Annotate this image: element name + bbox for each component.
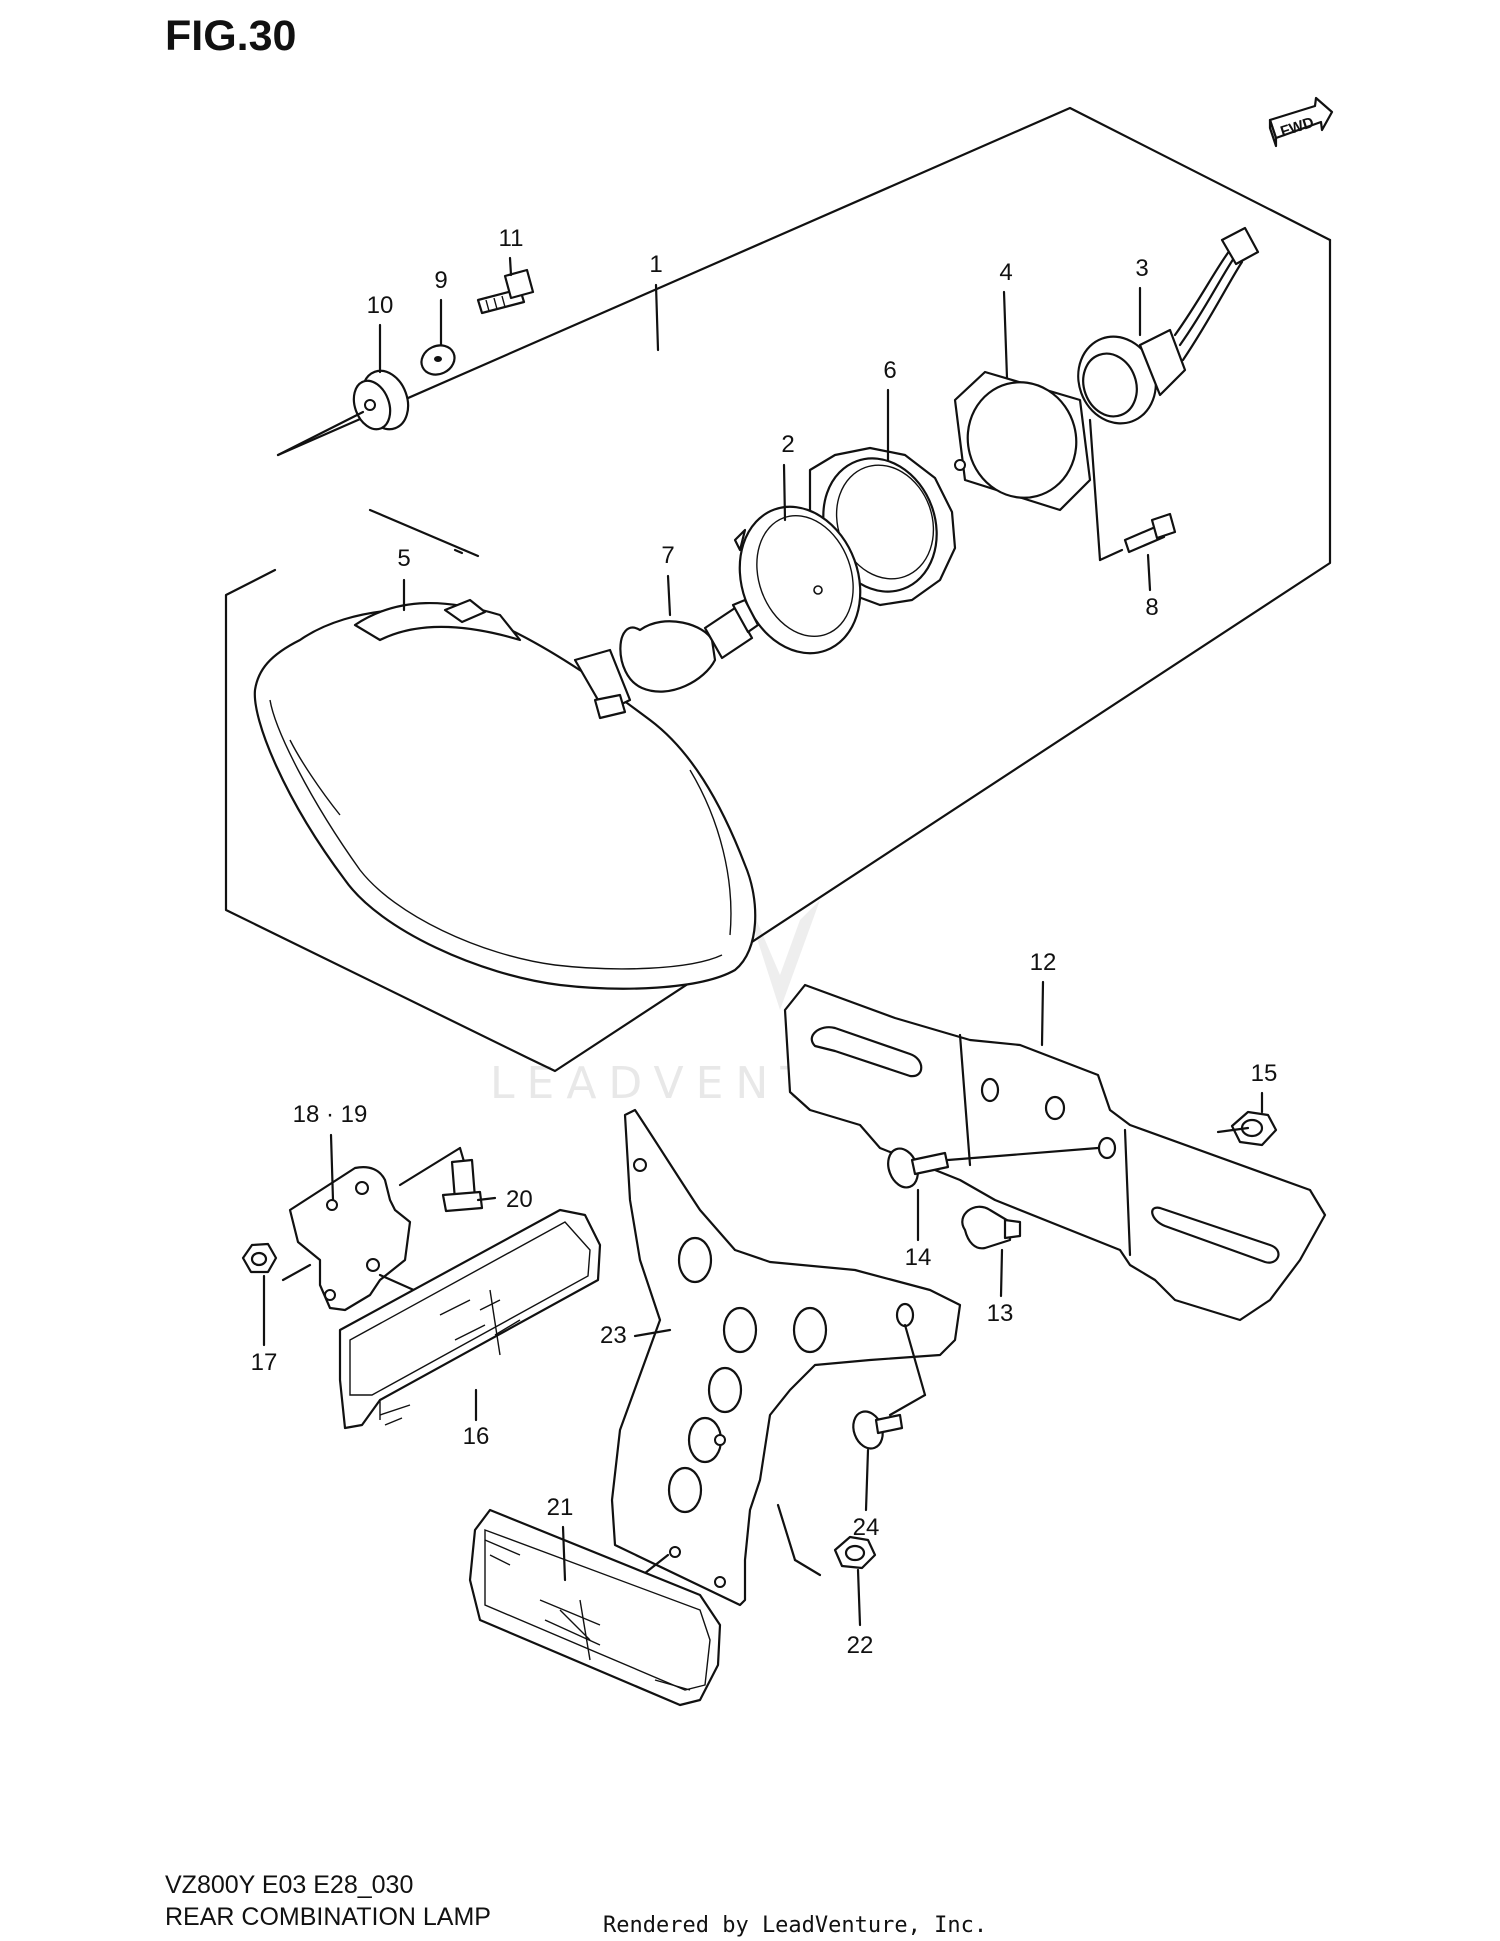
callout-4: 4 xyxy=(999,259,1012,286)
nut-part-17 xyxy=(241,1242,312,1282)
fwd-arrow-icon: FWD xyxy=(1268,96,1334,148)
callout-14: 14 xyxy=(905,1244,932,1271)
socket-ring-part-2 xyxy=(733,505,862,655)
callout-2: 2 xyxy=(781,431,794,458)
callout-11: 11 xyxy=(499,225,524,252)
assembly-box xyxy=(224,106,1332,1073)
reflector-part-21 xyxy=(468,1508,722,1707)
callout-8: 8 xyxy=(1145,594,1158,621)
callout-22: 22 xyxy=(847,1632,874,1659)
callout-15: 15 xyxy=(1251,1060,1278,1087)
callout-16: 16 xyxy=(463,1423,490,1450)
screw-part-8 xyxy=(1098,512,1177,562)
callout-3: 3 xyxy=(1135,255,1148,282)
screw-part-24 xyxy=(852,1410,904,1450)
washer-part-9 xyxy=(420,344,456,376)
cushion-part-10 xyxy=(276,369,410,457)
leader-lines xyxy=(262,256,1264,1627)
callout-23: 23 xyxy=(600,1322,627,1349)
bracket-part-23 xyxy=(610,1108,962,1607)
callout-12: 12 xyxy=(1030,949,1057,976)
screw-part-14 xyxy=(887,1146,1100,1189)
nut-part-22 xyxy=(833,1535,877,1570)
gasket-part-4 xyxy=(953,370,1102,562)
nut-part-15 xyxy=(1216,1110,1278,1147)
model-code: VZ800Y E03 E28_030 xyxy=(165,1871,413,1899)
section-name: REAR COMBINATION LAMP xyxy=(165,1903,491,1931)
callout-6: 6 xyxy=(883,357,896,384)
socket-part-3 xyxy=(1077,226,1260,425)
figure-title: FIG.30 xyxy=(165,12,296,60)
bolt-part-20 xyxy=(441,1158,484,1213)
callout-9: 9 xyxy=(434,267,447,294)
rendered-by: Rendered by LeadVenture, Inc. xyxy=(603,1913,987,1938)
bracket-part-18-19 xyxy=(288,1146,467,1312)
callout-1: 1 xyxy=(649,251,662,278)
callout-20: 20 xyxy=(506,1186,533,1213)
callout-18-19: 18 · 19 xyxy=(293,1101,368,1128)
callout-10: 10 xyxy=(367,292,394,319)
callout-13: 13 xyxy=(987,1300,1014,1327)
lens-housing-part-5 xyxy=(253,598,757,990)
bulb-part-7 xyxy=(619,598,760,693)
reflector-part-16 xyxy=(338,1208,602,1430)
bolt-part-11 xyxy=(476,268,535,315)
callout-21: 21 xyxy=(547,1494,574,1521)
callout-7: 7 xyxy=(661,542,674,569)
callout-5: 5 xyxy=(397,545,410,572)
callout-24: 24 xyxy=(853,1514,880,1541)
grommet-part-13 xyxy=(961,1205,1022,1250)
callout-17: 17 xyxy=(251,1349,278,1376)
callout-labels: 1 2 3 4 5 6 7 8 9 10 11 12 13 14 15 16 1… xyxy=(251,225,1278,1659)
